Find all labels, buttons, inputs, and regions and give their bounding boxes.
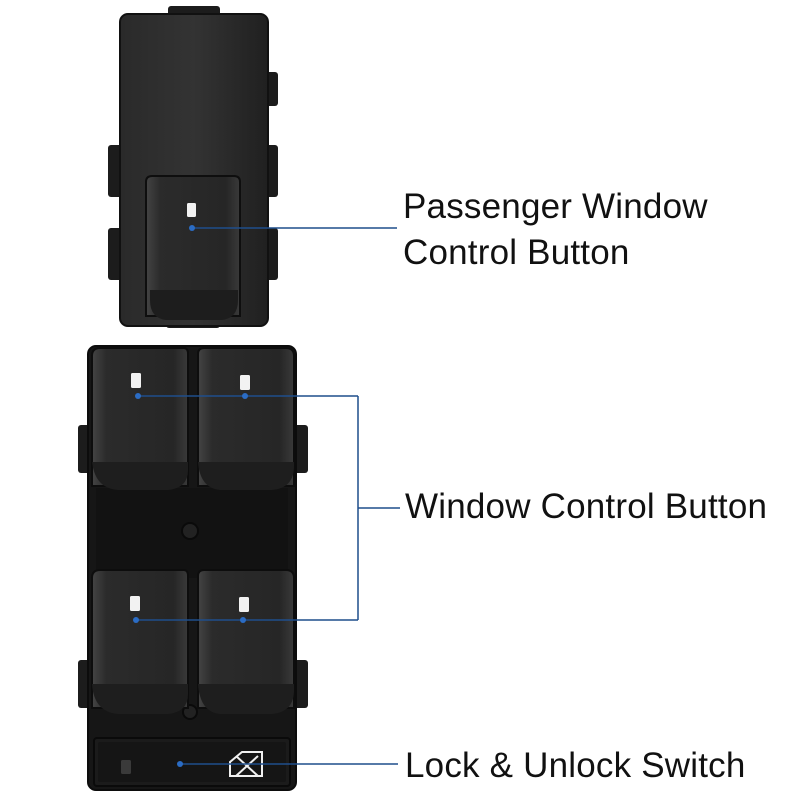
- leader-dot: [189, 225, 195, 231]
- window-button-rear-right: [197, 569, 295, 714]
- side-tab: [294, 660, 308, 708]
- leader-dot: [135, 393, 141, 399]
- window-button-front-right: [197, 347, 295, 490]
- leader-dot: [133, 617, 139, 623]
- master-switch: [78, 345, 308, 791]
- passenger-label-line1: Passenger Window: [403, 187, 708, 226]
- window-button-front-left: [91, 347, 189, 490]
- indicator-light: [131, 373, 141, 388]
- center-screw: [181, 522, 199, 540]
- lock-unlock-label: Lock & Unlock Switch: [405, 746, 746, 785]
- leader-dots: [133, 225, 248, 767]
- indicator-light: [187, 203, 196, 217]
- lock-indicator: [121, 760, 131, 774]
- window-control-label: Window Control Button: [405, 487, 768, 526]
- leader-dot: [242, 393, 248, 399]
- indicator-light: [130, 596, 140, 611]
- passenger-switch: [108, 6, 278, 328]
- passenger-window-button: [145, 175, 241, 317]
- passenger-window-control-label: Passenger Window Control Button: [403, 184, 708, 276]
- window-button-rear-left: [91, 569, 189, 714]
- side-tab: [294, 425, 308, 473]
- indicator-light: [239, 597, 249, 612]
- leader-dot: [240, 617, 246, 623]
- indicator-light: [240, 375, 250, 390]
- passenger-button-face: [150, 290, 238, 320]
- passenger-label-line2: Control Button: [403, 233, 630, 272]
- leader-dot: [177, 761, 183, 767]
- lock-unlock-switch: [93, 737, 291, 787]
